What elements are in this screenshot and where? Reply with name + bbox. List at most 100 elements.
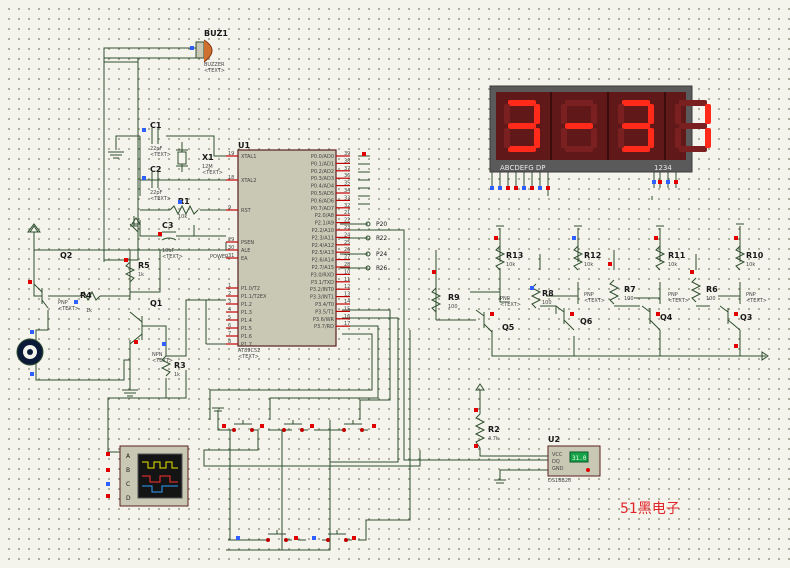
push-buttons[interactable] — [228, 420, 368, 542]
mcu-u1[interactable]: U1 AT89C52 <TEXT> XTAL119XTAL218RST9PSEN… — [226, 141, 350, 360]
resistor-r8[interactable]: R8 100 — [530, 283, 554, 309]
sensor-pin-gnd: GND — [552, 466, 564, 472]
q2-ref: Q2 — [60, 251, 72, 260]
display-segment-a — [622, 100, 650, 106]
oscilloscope[interactable]: A B C D — [119, 445, 189, 507]
port-labels: P20 P22 P24 P26 — [365, 221, 387, 272]
display-segment-d — [508, 146, 536, 152]
resistor-r10[interactable]: R10 10k — [734, 245, 764, 271]
button-3[interactable] — [338, 420, 368, 432]
motor-icon[interactable] — [16, 338, 44, 366]
transistor-q5[interactable]: Q5 PNP <TEXT> — [475, 296, 521, 333]
x1-text: <TEXT> — [202, 170, 223, 176]
capacitor-c1[interactable]: C1 22pF <TEXT> — [150, 121, 171, 158]
mcu-left-pin-label: P1.1/T2EX — [241, 294, 267, 300]
resistor-r7[interactable]: R7 100 — [608, 279, 636, 305]
r1-value: 10k — [178, 214, 187, 220]
display-segment-d — [622, 146, 650, 152]
mcu-right-pin-label: P2.2/A10 — [312, 228, 334, 234]
transistor-q6[interactable]: Q6 PNP <TEXT> — [555, 292, 605, 331]
mcu-left-pin-label: P1.7 — [241, 342, 252, 348]
mcu-left-pin-number: 7 — [228, 331, 231, 337]
resistor-r2[interactable]: R2 4.7k — [474, 413, 500, 449]
capacitor-c3[interactable]: C3 10uF <TEXT> — [161, 221, 183, 260]
mcu-right-pin-number: 33 — [344, 195, 350, 201]
resistor-r4[interactable]: R4 1k — [79, 290, 101, 314]
q3-text: <TEXT> — [746, 298, 767, 304]
display-segment-a — [565, 100, 593, 106]
button-2[interactable] — [278, 420, 308, 432]
q5-ref: Q5 — [502, 323, 515, 332]
mcu-right-pin-label: P2.4/A12 — [312, 243, 334, 249]
display-digit — [664, 92, 711, 160]
sensor-u2[interactable]: 31.0 U2 VCC DQ GND DS18B20 — [547, 435, 601, 484]
display-segment-b — [591, 104, 597, 124]
resistor-r6[interactable]: R6 100 — [690, 277, 718, 303]
crystal-x1[interactable]: X1 12M <TEXT> — [176, 149, 223, 176]
display-segment-g — [679, 123, 707, 129]
r1-ref: R1 — [178, 197, 190, 206]
resistor-r11[interactable]: R11 10k — [654, 245, 686, 271]
transistor-q3[interactable]: Q3 PNP <TEXT> — [719, 292, 767, 331]
resistor-r13[interactable]: R13 10k — [494, 245, 523, 271]
display-segment-f — [504, 104, 510, 124]
display-segment-a — [508, 100, 536, 106]
display-segment-e — [561, 128, 567, 148]
display-digit — [607, 92, 654, 160]
mcu-right-pin-label: P0.6/AD6 — [311, 198, 334, 204]
mcu-right-pin-label: P3.6/WR — [313, 317, 335, 323]
r5-ref: R5 — [138, 261, 150, 270]
port-label-p24: P24 — [376, 251, 387, 258]
button-5[interactable] — [322, 530, 352, 542]
sensor-reading: 31.0 — [572, 455, 587, 462]
p0-connectors — [358, 155, 370, 205]
mcu-left-pin-number: 18 — [228, 175, 234, 181]
buzzer[interactable]: BUZ1 BUZZER <TEXT> — [195, 29, 228, 74]
button-1[interactable] — [228, 420, 258, 432]
resistor-r1[interactable]: R1 10k — [169, 197, 199, 220]
q3-ref: Q3 — [740, 313, 752, 322]
transistor-q1[interactable]: Q1 NPN <TEXT> — [129, 299, 173, 364]
buzzer-ref: BUZ1 — [204, 29, 228, 38]
transistor-q4[interactable]: Q4 PNP <TEXT> — [641, 292, 689, 331]
display-segment-b — [534, 104, 540, 124]
mcu-right-pin-number: 25 — [344, 240, 350, 246]
q3-type: PNP — [746, 292, 756, 298]
button-4[interactable] — [262, 530, 292, 542]
mcu-right-pin-number: 37 — [344, 166, 350, 172]
display-segment-f — [618, 104, 624, 124]
r5-value: 1k — [138, 272, 144, 278]
resistor-r5[interactable]: R5 1k — [124, 261, 150, 283]
mcu-right-pin-label: P3.7/RD — [314, 324, 334, 330]
scope-channel-b: B — [126, 467, 130, 474]
resistor-r9[interactable]: R9 100 — [430, 287, 460, 313]
mcu-right-pin-number: 36 — [344, 173, 350, 179]
mcu-right-pin-label: P2.3/A11 — [312, 235, 334, 241]
seven-segment-display[interactable]: ABCDEFG DP 1234 — [489, 85, 711, 173]
capacitor-c2[interactable]: C2 22pF <TEXT> — [150, 165, 171, 202]
resistor-r3[interactable]: R3 1k — [160, 355, 186, 378]
r6-ref: R6 — [706, 285, 718, 294]
display-segment-d — [679, 146, 707, 152]
mcu-right-pin-label: P0.3/AD3 — [311, 176, 334, 182]
mcu-left-pin-number: 5 — [228, 315, 231, 321]
mcu-left-pin-number: 8 — [228, 339, 231, 345]
display-segment-b — [648, 104, 654, 124]
mcu-right-pin-label: P2.6/A14 — [312, 258, 334, 264]
r13-value: 10k — [506, 262, 515, 268]
q6-text: <TEXT> — [584, 298, 605, 304]
resistor-r12[interactable]: R12 10k — [572, 245, 601, 271]
r8-ref: R8 — [542, 289, 554, 298]
r2-ref: R2 — [488, 425, 500, 434]
mcu-right-pin-number: 26 — [344, 247, 350, 253]
mcu-left-pin-label: EA — [241, 256, 248, 262]
mcu-right-pin-label: P0.7/AD7 — [311, 206, 334, 212]
mcu-left-pin-label: P1.2 — [241, 302, 252, 308]
mcu-right-pin-label: P3.4/T0 — [315, 302, 334, 308]
transistor-q2[interactable]: Q2 PNP <TEXT> — [33, 251, 79, 312]
mcu-right-pin-label: P0.1/AD1 — [311, 161, 334, 167]
mcu-left-pin-number: 30 — [228, 245, 234, 251]
